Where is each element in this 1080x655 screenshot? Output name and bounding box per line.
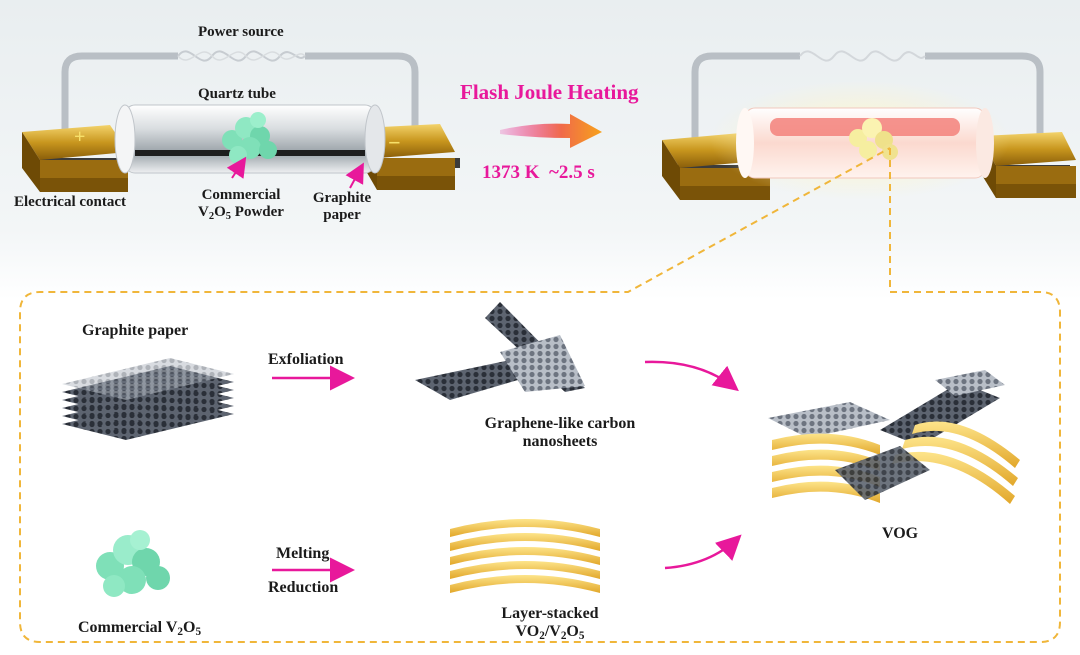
power-wave-icon-2 <box>799 50 926 62</box>
process-title: Flash Joule Heating <box>460 80 639 104</box>
layer-stacked-label-line2: VO2/V2O5 <box>515 623 585 643</box>
zoom-callout-outline <box>19 147 1061 643</box>
commercial-v2o5-label: Commercial V2O5 <box>78 619 202 638</box>
layer-stacked-label-line1: Layer-stacked <box>501 605 599 622</box>
right-apparatus <box>662 50 1076 200</box>
minus-sign: − <box>388 130 401 155</box>
powder-pointer <box>226 156 247 179</box>
graphite-label-line2: paper <box>323 207 361 224</box>
graphite-label-line1: Graphite <box>312 190 372 206</box>
powder-label-line1: Commercial <box>201 187 281 203</box>
plus-sign: + <box>74 126 86 148</box>
vog-composite <box>768 370 1020 504</box>
powder-label: Commercial V2O5 Powder <box>186 187 296 223</box>
melting-label: Melting <box>276 545 330 562</box>
power-source-label: Power source <box>198 24 284 40</box>
graphite-paper-label: Graphite paper <box>82 322 189 339</box>
exfoliation-label: Exfoliation <box>268 351 344 368</box>
electrode-positive <box>22 125 128 192</box>
layer-stacked-oxide <box>450 519 600 593</box>
left-wire <box>61 52 178 130</box>
vog-label: VOG <box>882 525 919 542</box>
right-wire <box>305 52 419 130</box>
arrow-vo-to-vog <box>664 534 742 570</box>
nanosheets-label-line1: Graphene-like carbon <box>484 415 636 432</box>
graphene-nanosheets <box>415 302 585 400</box>
flash-arrow <box>500 114 602 148</box>
arrow-nanosheets-to-vog <box>644 360 739 392</box>
left-apparatus <box>22 50 460 192</box>
quartz-tube-label: Quartz tube <box>198 86 276 102</box>
commercial-v2o5-powder <box>96 530 170 597</box>
reduction-label: Reduction <box>268 579 339 596</box>
electrode-negative <box>362 124 455 190</box>
graphite-paper-top-label: Graphite paper <box>302 190 382 225</box>
process-conditions: 1373 K ~2.5 s <box>482 162 595 183</box>
nanosheets-label-line2: nanosheets <box>522 433 598 451</box>
graphite-pointer <box>345 162 364 189</box>
electrode-right-hot <box>980 132 1076 198</box>
graphite-paper-stack <box>62 358 234 440</box>
nanosheets-label: Graphene-like carbon nanosheets <box>470 415 650 452</box>
electrical-contact-label: Electrical contact <box>14 194 127 210</box>
powder-label-line2: V2O5 Powder <box>198 204 284 223</box>
v2o5-powder-sample <box>222 112 277 164</box>
layer-stacked-label: Layer-stacked VO2/V2O5 <box>480 605 620 643</box>
